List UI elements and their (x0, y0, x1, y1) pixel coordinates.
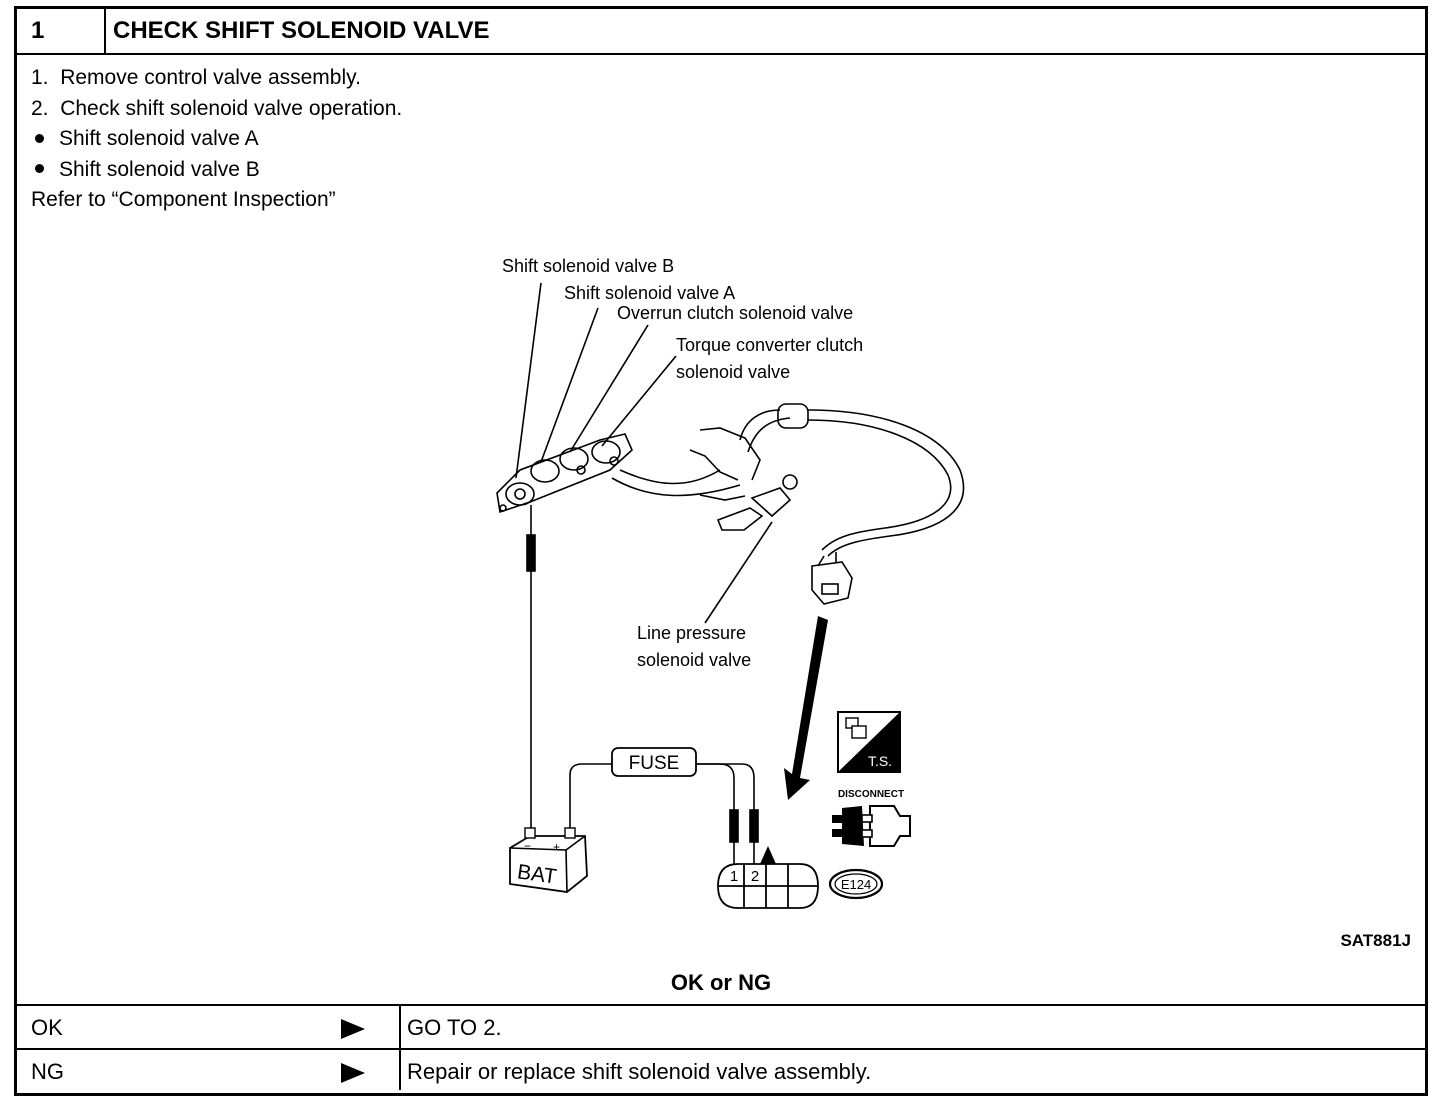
solenoid-valve-assembly-icon (496, 433, 633, 514)
instruction-item: Refer to “Component Inspection” (31, 188, 336, 211)
pin-1-label: 1 (730, 868, 738, 885)
result-column-divider (399, 1004, 401, 1090)
result-row-ng: NG Repair or replace shift solenoid valv… (17, 1048, 1425, 1092)
connector-lock-icon (760, 846, 776, 864)
battery-label: BAT (516, 860, 558, 888)
result-row-ok: OK GO TO 2. (17, 1006, 1425, 1048)
instruction-item: 1. Remove control valve assembly. (31, 66, 361, 89)
disconnect-icon (832, 805, 911, 847)
result-action: Repair or replace shift solenoid valve a… (407, 1059, 872, 1084)
result-prompt: OK or NG (670, 970, 772, 995)
fuse-icon (611, 747, 697, 777)
connector-e124-icon (717, 863, 819, 909)
label-shift-solenoid-valve-a: Shift solenoid valve A (564, 283, 735, 303)
step-title: CHECK SHIFT SOLENOID VALVE (113, 17, 490, 44)
connector-id-label: E124 (841, 877, 871, 892)
connector-id-badge (828, 868, 884, 900)
test-symbol-label: T.S. (868, 753, 892, 769)
label-line-pressure: Line pressure (637, 623, 746, 643)
battery-minus-label: − (524, 839, 531, 853)
label-shift-solenoid-valve-b: Shift solenoid valve B (502, 256, 674, 276)
arrow-right-icon (341, 1019, 365, 1039)
label-torque-converter-clutch: Torque converter clutch (676, 335, 863, 355)
inspection-step-frame: 1 CHECK SHIFT SOLENOID VALVE 1. Remove c… (14, 6, 1428, 1096)
instruction-item: Shift solenoid valve A (31, 124, 402, 155)
pin-2-label: 2 (751, 868, 759, 885)
harness-connector-icon (811, 552, 853, 605)
label-torque-converter-clutch-line2: solenoid valve (676, 362, 790, 382)
instruction-item: 2. Check shift solenoid valve operation. (31, 96, 403, 120)
arrow-right-icon (341, 1063, 365, 1083)
disconnect-label: DISCONNECT (838, 789, 904, 800)
fuse-label: FUSE (629, 753, 680, 774)
battery-icon (509, 827, 588, 893)
bullet-icon (35, 164, 44, 174)
instruction-item: Shift solenoid valve B (31, 155, 402, 186)
step-number: 1 (31, 17, 45, 44)
step-header: 1 CHECK SHIFT SOLENOID VALVE (17, 9, 1425, 55)
result-key: NG (31, 1059, 64, 1084)
instructions: 1. Remove control valve assembly. 2. Che… (31, 63, 402, 216)
battery-plus-label: + (553, 840, 560, 854)
label-line-pressure-line2: solenoid valve (637, 650, 751, 670)
label-overrun-clutch-solenoid-valve: Overrun clutch solenoid valve (617, 303, 853, 323)
bullet-icon (35, 133, 44, 143)
figure-code: SAT881J (1340, 931, 1411, 950)
result-table: OK GO TO 2. NG Repair or replace shift s… (17, 1004, 1425, 1092)
arrow-down-icon (784, 616, 828, 800)
header-divider (104, 9, 106, 53)
result-action: GO TO 2. (407, 1015, 502, 1040)
result-key: OK (31, 1015, 63, 1040)
test-symbol-icon (837, 711, 901, 773)
